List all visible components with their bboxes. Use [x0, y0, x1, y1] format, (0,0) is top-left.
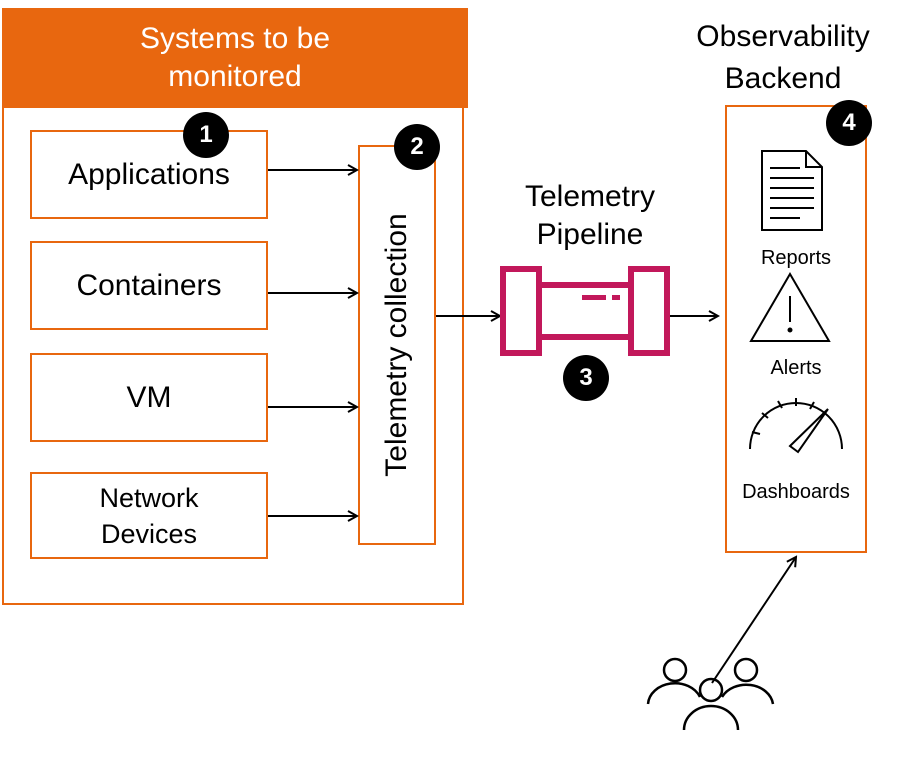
badge-4: 4	[826, 100, 872, 146]
reports-label: Reports	[760, 247, 832, 269]
badge-2: 2	[394, 124, 440, 170]
document-icon	[761, 150, 823, 231]
source-label: Containers	[76, 268, 222, 302]
pipeline-icon	[500, 266, 670, 356]
gauge-icon	[749, 398, 843, 454]
source-label: Network Devices	[99, 482, 199, 549]
arrow-users-to-backend	[711, 557, 796, 684]
source-applications: Applications	[30, 130, 268, 219]
source-vm: VM	[30, 353, 268, 442]
pipeline-icon-dot	[612, 295, 620, 300]
warning-icon	[749, 272, 831, 342]
pipeline-title: Telemetry Pipeline	[524, 180, 656, 251]
pipeline-icon-detail	[582, 295, 606, 300]
source-label: Applications	[68, 157, 230, 191]
source-label: VM	[126, 380, 172, 414]
badge-1: 1	[183, 112, 229, 158]
systems-title: Systems to be monitored	[2, 8, 468, 108]
alerts-label: Alerts	[770, 357, 822, 379]
backend-box	[725, 105, 867, 553]
backend-title: Observability Backend	[696, 20, 870, 95]
badge-3: 3	[563, 355, 609, 401]
users-icon	[646, 657, 775, 731]
source-network-devices: Network Devices	[30, 472, 268, 559]
dashboards-label: Dashboards	[742, 481, 850, 503]
source-containers: Containers	[30, 241, 268, 330]
telemetry-collection-box: Telemetry collection	[358, 145, 436, 545]
